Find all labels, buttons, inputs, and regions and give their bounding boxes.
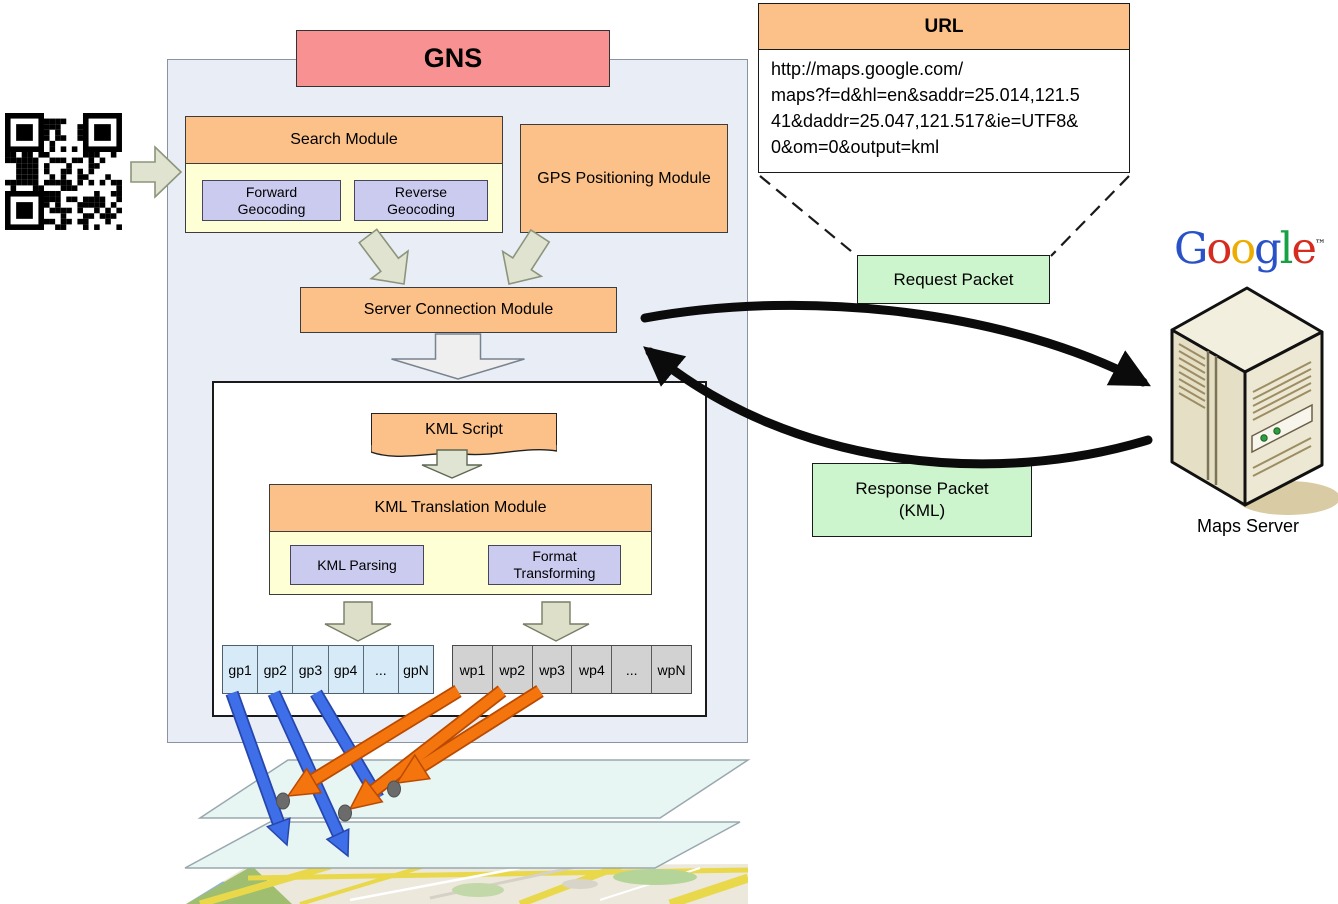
waypoint-dots	[276, 780, 401, 822]
url-callout-lines	[759, 175, 1130, 257]
gps-positioning-module: GPS Positioning Module	[520, 124, 728, 233]
forward-geocoding-box: Forward Geocoding	[202, 180, 341, 221]
google-logo-letter: o	[1230, 224, 1256, 274]
response-packet-label: Response Packet	[855, 479, 989, 498]
wp-array: wp1 wp2 wp3 wp4 ... wpN	[452, 645, 692, 694]
maps-server-label: Maps Server	[1196, 516, 1300, 536]
orange-arrowhead	[286, 767, 323, 797]
street-map-image	[186, 864, 748, 904]
reverse-geocoding-label: Reverse Geocoding	[387, 183, 455, 217]
url-callout: URL http://maps.google.com/ maps?f=d&hl=…	[758, 3, 1130, 173]
wp-cell: ...	[612, 646, 653, 693]
gp-cell: gp2	[258, 646, 294, 693]
google-logo-letter: l	[1279, 224, 1294, 274]
google-logo: Google™	[1174, 224, 1338, 276]
url-line: 41&daddr=25.047,121.517&ie=UTF8&	[771, 111, 1079, 131]
blue-arrowhead	[325, 828, 350, 858]
response-packet-sublabel: (KML)	[898, 501, 946, 520]
maps-server-icon	[1170, 286, 1338, 515]
gp-cell: gp4	[328, 646, 364, 693]
wp-cell: wp3	[532, 646, 573, 693]
google-logo-letter: G	[1174, 224, 1208, 274]
gp-array: gp1 gp2 gp3 gp4 ... gpN	[222, 645, 434, 694]
gp-cell: gp3	[293, 646, 329, 693]
google-trademark: ™	[1314, 237, 1326, 251]
gp-cell: gpN	[398, 646, 434, 693]
wp-cell: wp1	[453, 646, 493, 693]
google-logo-letter: o	[1206, 224, 1232, 274]
url-title: URL	[759, 4, 1129, 50]
url-line: maps?f=d&hl=en&saddr=25.014,121.5	[771, 85, 1080, 105]
forward-geocoding-label: Forward Geocoding	[237, 183, 306, 217]
reverse-geocoding-box: Reverse Geocoding	[354, 180, 488, 221]
qr-code	[3, 111, 124, 232]
search-module-title: Search Module	[186, 117, 502, 164]
response-packet-box: Response Packet (KML)	[812, 463, 1032, 537]
blue-arrowhead	[266, 817, 291, 847]
kml-script-shape: KML Script	[371, 413, 557, 445]
map-layer-1	[197, 759, 751, 819]
orange-arrowhead	[348, 778, 384, 811]
gns-title: GNS	[296, 30, 610, 87]
format-transforming-label: Format Transforming	[513, 548, 596, 581]
google-logo-letter: g	[1254, 224, 1281, 274]
gp-cell: gp1	[223, 646, 259, 693]
orange-arrowhead	[395, 753, 432, 784]
wp-cell: wpN	[652, 646, 691, 693]
wp-cell: wp4	[572, 646, 613, 693]
map-layer-2	[184, 821, 741, 869]
request-packet-label: Request Packet	[893, 269, 1014, 289]
url-line: http://maps.google.com/	[771, 59, 964, 79]
google-logo-letter: e	[1291, 224, 1316, 274]
wp-cell: wp2	[492, 646, 533, 693]
kml-script-wave-edge	[371, 445, 557, 457]
server-connection-module: Server Connection Module	[300, 287, 617, 333]
search-module: Search Module Forward Geocoding Reverse …	[185, 116, 503, 233]
kml-translation-title: KML Translation Module	[270, 485, 651, 532]
request-packet-box: Request Packet	[857, 255, 1050, 304]
format-transforming-box: Format Transforming	[488, 545, 621, 585]
url-line: 0&om=0&output=kml	[771, 137, 940, 157]
kml-parsing-box: KML Parsing	[290, 545, 424, 585]
kml-translation-module: KML Translation Module KML Parsing Forma…	[269, 484, 652, 595]
gp-cell: ...	[363, 646, 399, 693]
url-text: http://maps.google.com/ maps?f=d&hl=en&s…	[759, 50, 1129, 166]
kml-parsing-label: KML Parsing	[317, 556, 397, 573]
